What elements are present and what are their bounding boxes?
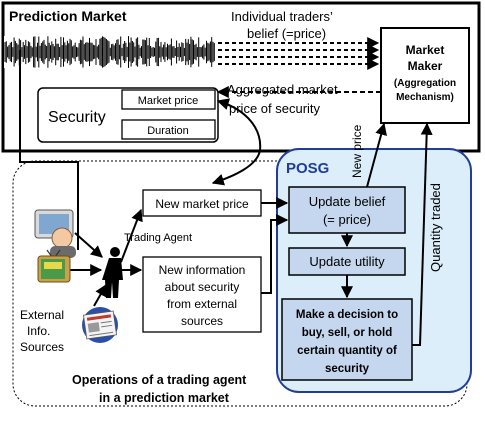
person-at-computer-icon — [34, 209, 76, 258]
decision-line2: buy, sell, or hold — [302, 327, 393, 339]
security-label: Security — [48, 109, 106, 126]
update-utility-label: Update utility — [309, 254, 385, 269]
market-price-label: Market price — [138, 95, 199, 107]
update-belief-box — [288, 186, 406, 234]
new-information-to-belief-arrow — [261, 214, 289, 294]
new-information-line3: from external — [167, 297, 237, 311]
traders-belief-arrows — [218, 37, 380, 70]
operations-label-line2: in a prediction market — [99, 391, 230, 405]
quantity-traded-vertical-label: Quantity traded — [428, 183, 443, 272]
new-price-arrow — [366, 122, 387, 188]
decision-line3: certain quantity of — [297, 345, 397, 357]
new-price-vertical-label: New price — [350, 124, 364, 178]
individual-beliefs-label-line1: Individual traders’ — [231, 9, 333, 24]
external-sources-line2: Info. — [27, 324, 50, 338]
decision-line4: security — [325, 363, 370, 375]
operations-label-line1: Operations of a trading agent — [72, 373, 247, 387]
new-information-line1: New information — [159, 263, 246, 277]
aggregated-label-line2: price of security — [229, 101, 321, 116]
market-price-to-agent-curve — [211, 98, 262, 186]
update-belief-line2: (= price) — [323, 212, 371, 227]
newspaper-icon — [82, 307, 118, 343]
new-market-price-label: New market price — [155, 197, 249, 211]
agent-to-new-market-price-arrow — [120, 208, 143, 263]
decision-line1: Make a decision to — [296, 309, 398, 321]
market-maker-line4: Mechanism) — [396, 92, 454, 103]
duration-label: Duration — [147, 125, 189, 137]
aggregated-label-line1: Aggregated market — [227, 82, 338, 97]
market-maker-line1: Market — [406, 43, 445, 57]
quantity-traded-arrow — [412, 122, 433, 346]
security-to-agent-line — [19, 50, 79, 250]
market-maker-line3: (Aggregation — [394, 78, 456, 89]
prediction-market-title: Prediction Market — [9, 8, 127, 24]
decision-box — [281, 298, 413, 381]
new-information-line2: about security — [165, 280, 240, 294]
new-information-box — [142, 256, 262, 333]
update-belief-line1: Update belief — [309, 194, 386, 209]
market-maker-line2: Maker — [408, 59, 443, 73]
individual-beliefs-label-line2: belief (=price) — [247, 26, 326, 41]
traders-belief-waveform — [4, 36, 216, 68]
computer-source-arrow — [74, 232, 103, 258]
trading-agent-figure-icon — [102, 247, 123, 298]
posg-title: POSG — [286, 160, 329, 177]
newspaper-source-arrow — [93, 283, 107, 307]
external-sources-line1: External — [20, 308, 64, 322]
television-icon — [37, 249, 71, 283]
market-maker-box — [380, 27, 470, 124]
trading-agent-label: Trading Agent — [124, 232, 192, 244]
new-information-line4: sources — [181, 314, 223, 328]
external-sources-line3: Sources — [20, 340, 64, 354]
new-market-price-box — [142, 189, 262, 217]
